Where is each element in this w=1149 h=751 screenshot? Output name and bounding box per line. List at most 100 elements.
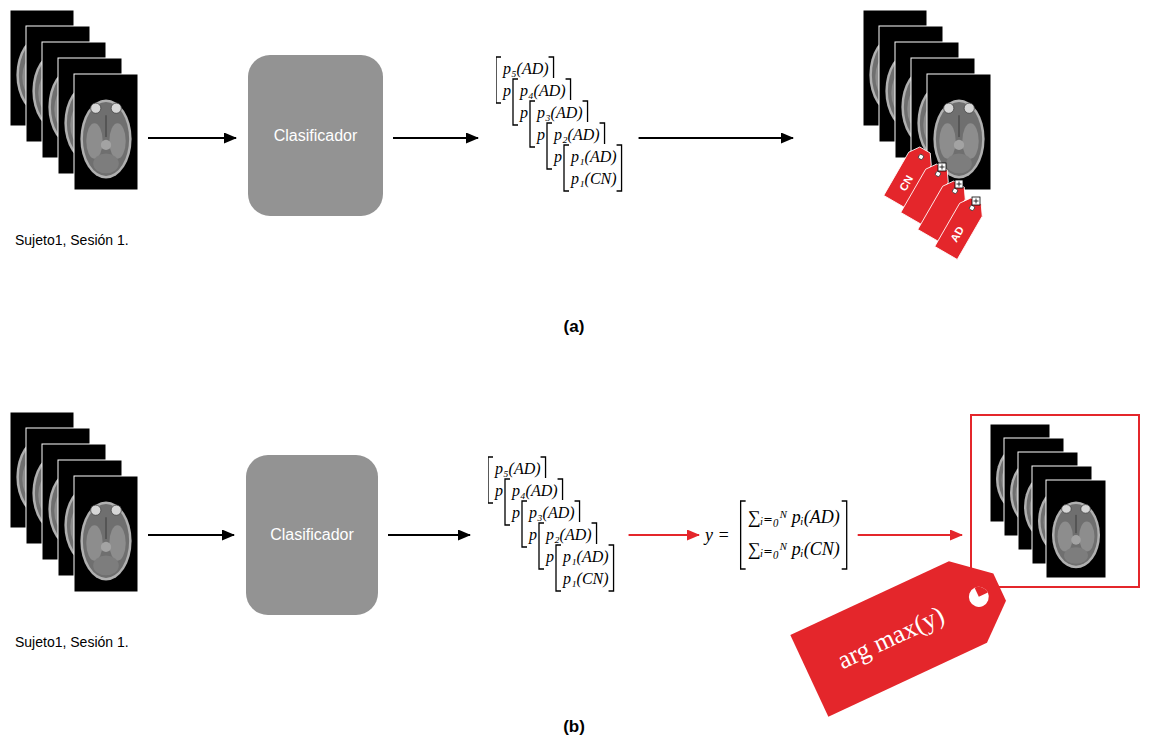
flow-arrow xyxy=(148,137,236,139)
left-bracket xyxy=(496,57,501,103)
argmax-tag xyxy=(790,546,1018,716)
plus-box xyxy=(972,197,980,205)
right-bracket xyxy=(842,501,847,569)
slice-background xyxy=(74,476,138,592)
classifier-box: Clasificador xyxy=(248,55,383,216)
eye xyxy=(944,103,954,113)
brain-tissue xyxy=(83,504,129,578)
tag-hole xyxy=(935,171,942,178)
brainstem xyxy=(954,140,964,150)
cerebellum xyxy=(93,556,119,576)
result-tag xyxy=(972,416,973,417)
tag-body xyxy=(790,546,1018,716)
left-bracket xyxy=(547,123,552,169)
left-bracket xyxy=(513,79,518,125)
probability-entry: p xyxy=(554,146,562,168)
tag-hole xyxy=(966,584,993,611)
mri-slice xyxy=(1046,480,1106,578)
left-bracket xyxy=(741,501,746,569)
left-bracket xyxy=(505,479,510,525)
mri-slice xyxy=(74,476,138,592)
probability-entry: p₃(AD) xyxy=(529,502,575,524)
probability-matrices: p₅(AD)pp₄(AD)pp₃(AD)pp₂(AD)pp₁(AD)p₁(CN) xyxy=(488,455,617,594)
matrix-ground xyxy=(556,544,615,592)
probability-entry: p xyxy=(503,80,511,102)
brainstem xyxy=(101,542,111,552)
left-bracket xyxy=(522,501,527,547)
flow-arrow xyxy=(393,137,478,139)
probability-matrices: p₅(AD)pp₄(AD)pp₃(AD)pp₂(AD)pp₁(AD)p₁(CN) xyxy=(496,55,625,194)
image-stack: Sujeto1, Sesión 1. xyxy=(10,412,138,592)
brain-tissue xyxy=(1055,504,1098,566)
temporal-lobe xyxy=(86,525,102,560)
subject-label: Sujeto1, Sesión 1. xyxy=(15,232,129,248)
flow-arrow xyxy=(629,534,699,536)
probability-entry: p xyxy=(546,546,554,568)
result-frame: arg max(y) xyxy=(970,414,1140,588)
temporal-lobe xyxy=(962,123,978,158)
left-bracket xyxy=(488,457,493,503)
eye xyxy=(1062,505,1072,514)
formula-term: ∑ᵢ₌₀ᴺ pᵢ(CN) xyxy=(748,535,840,563)
temporal-lobe xyxy=(1079,522,1094,552)
eye xyxy=(91,505,101,515)
matrix-ground xyxy=(564,144,623,192)
temporal-lobe xyxy=(1058,522,1073,552)
tag-hole xyxy=(918,154,925,161)
probability-entry: p xyxy=(495,480,503,502)
eye xyxy=(111,505,121,515)
cerebellum xyxy=(93,154,119,174)
tag-hole xyxy=(969,205,976,212)
pie-wedge xyxy=(975,584,988,597)
left-bracket xyxy=(564,145,569,191)
brain-tissue xyxy=(83,102,129,176)
tag-body xyxy=(935,195,988,260)
brain-tissue xyxy=(936,102,982,176)
probability-entry: p₁(AD) xyxy=(571,146,617,168)
panel-caption: (a) xyxy=(564,317,585,337)
midline xyxy=(106,115,107,137)
formula-term: ∑ᵢ₌₀ᴺ pᵢ(AD) xyxy=(748,503,840,531)
temporal-lobe xyxy=(109,123,125,158)
probability-entry: p xyxy=(529,524,537,546)
probability-entry: p₅(AD) xyxy=(495,458,541,480)
temporal-lobe xyxy=(86,123,102,158)
classifier-label: Clasificador xyxy=(270,526,354,544)
probability-entry: p₃(AD) xyxy=(537,102,583,124)
plus-sign xyxy=(940,165,945,170)
image-stack: Sujeto1, Sesión 1. xyxy=(10,10,138,190)
probability-entry: p₄(AD) xyxy=(520,80,566,102)
probability-entry: p₂(AD) xyxy=(554,124,600,146)
left-bracket xyxy=(539,523,544,569)
right-bracket xyxy=(609,545,614,591)
probability-entry: p₁(AD) xyxy=(563,546,609,568)
temporal-lobe xyxy=(939,123,955,158)
plus-sign xyxy=(957,182,962,187)
probability-entry: p₅(AD) xyxy=(503,58,549,80)
eye xyxy=(111,103,121,113)
left-bracket xyxy=(556,545,561,591)
probability-entry: p₄(AD) xyxy=(512,480,558,502)
cerebellum xyxy=(1064,547,1088,564)
skull xyxy=(80,100,131,179)
temporal-lobe xyxy=(109,525,125,560)
slice-background xyxy=(1046,480,1106,578)
probability-entry: p₁(CN) xyxy=(571,168,617,190)
probability-entry: p xyxy=(520,102,528,124)
classifier-box: Clasificador xyxy=(246,455,378,615)
eye xyxy=(964,103,974,113)
probability-entry: p₁(CN) xyxy=(563,568,609,590)
midline xyxy=(1076,515,1077,533)
skull xyxy=(933,100,984,179)
plus-box xyxy=(955,180,963,188)
panel-caption: (b) xyxy=(563,717,585,737)
sum-formula: y = ∑ᵢ₌₀ᴺ pᵢ(AD) ∑ᵢ₌₀ᴺ pᵢ(CN) xyxy=(705,499,850,571)
skull xyxy=(80,502,131,581)
left-bracket xyxy=(530,101,535,147)
formula-term: y = xyxy=(705,521,730,549)
midline xyxy=(959,115,960,137)
illustration xyxy=(10,10,1106,592)
plus-box xyxy=(938,163,946,171)
eye xyxy=(91,103,101,113)
